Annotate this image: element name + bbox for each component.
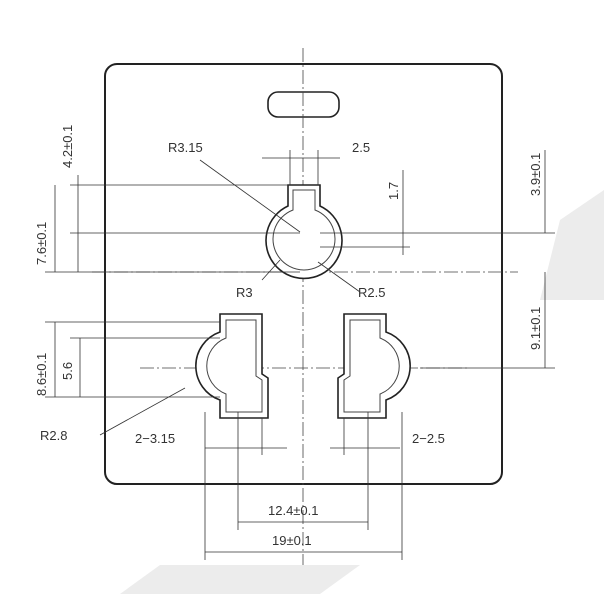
earth-hole-outline [265,184,343,280]
label-r-lower: R2.8 [40,428,67,443]
stripe-bottom [120,565,360,594]
label-h-top-notch: 1.7 [386,182,401,200]
right-pin-hole [337,313,411,419]
dimension-labels: R3.15 2.5 1.7 4.2±0.1 7.6±0.1 3.9±0.1 R3… [34,125,543,548]
label-left-lower-height: 8.6±0.1 [34,353,49,396]
left-hole-inner [206,319,263,413]
label-right-lower: 9.1±0.1 [528,307,543,350]
stripe-right [540,190,604,300]
right-hole-inner [343,319,400,413]
label-r-inner-left: R3 [236,285,253,300]
earth-hole-inner [272,189,336,271]
label-right-top-center: 3.9±0.1 [528,153,543,196]
label-w-right-pins: 2−2.5 [412,431,445,446]
label-overall-width: 19±0.1 [272,533,312,548]
label-pin-spacing: 12.4±0.1 [268,503,319,518]
label-left-top-center: 7.6±0.1 [34,222,49,265]
right-hole-outline [337,313,411,419]
label-w-left-pins: 2−3.15 [135,431,175,446]
label-left-lower-inner: 5.6 [60,362,75,380]
label-w-top: 2.5 [352,140,370,155]
label-r-inner-right: R2.5 [358,285,385,300]
earth-pin-hole [265,184,343,280]
dimension-lines [45,150,555,560]
top-slot [267,91,340,118]
label-r-top: R3.15 [168,140,203,155]
label-left-top-offset: 4.2±0.1 [60,125,75,168]
background-stripes [120,190,604,594]
